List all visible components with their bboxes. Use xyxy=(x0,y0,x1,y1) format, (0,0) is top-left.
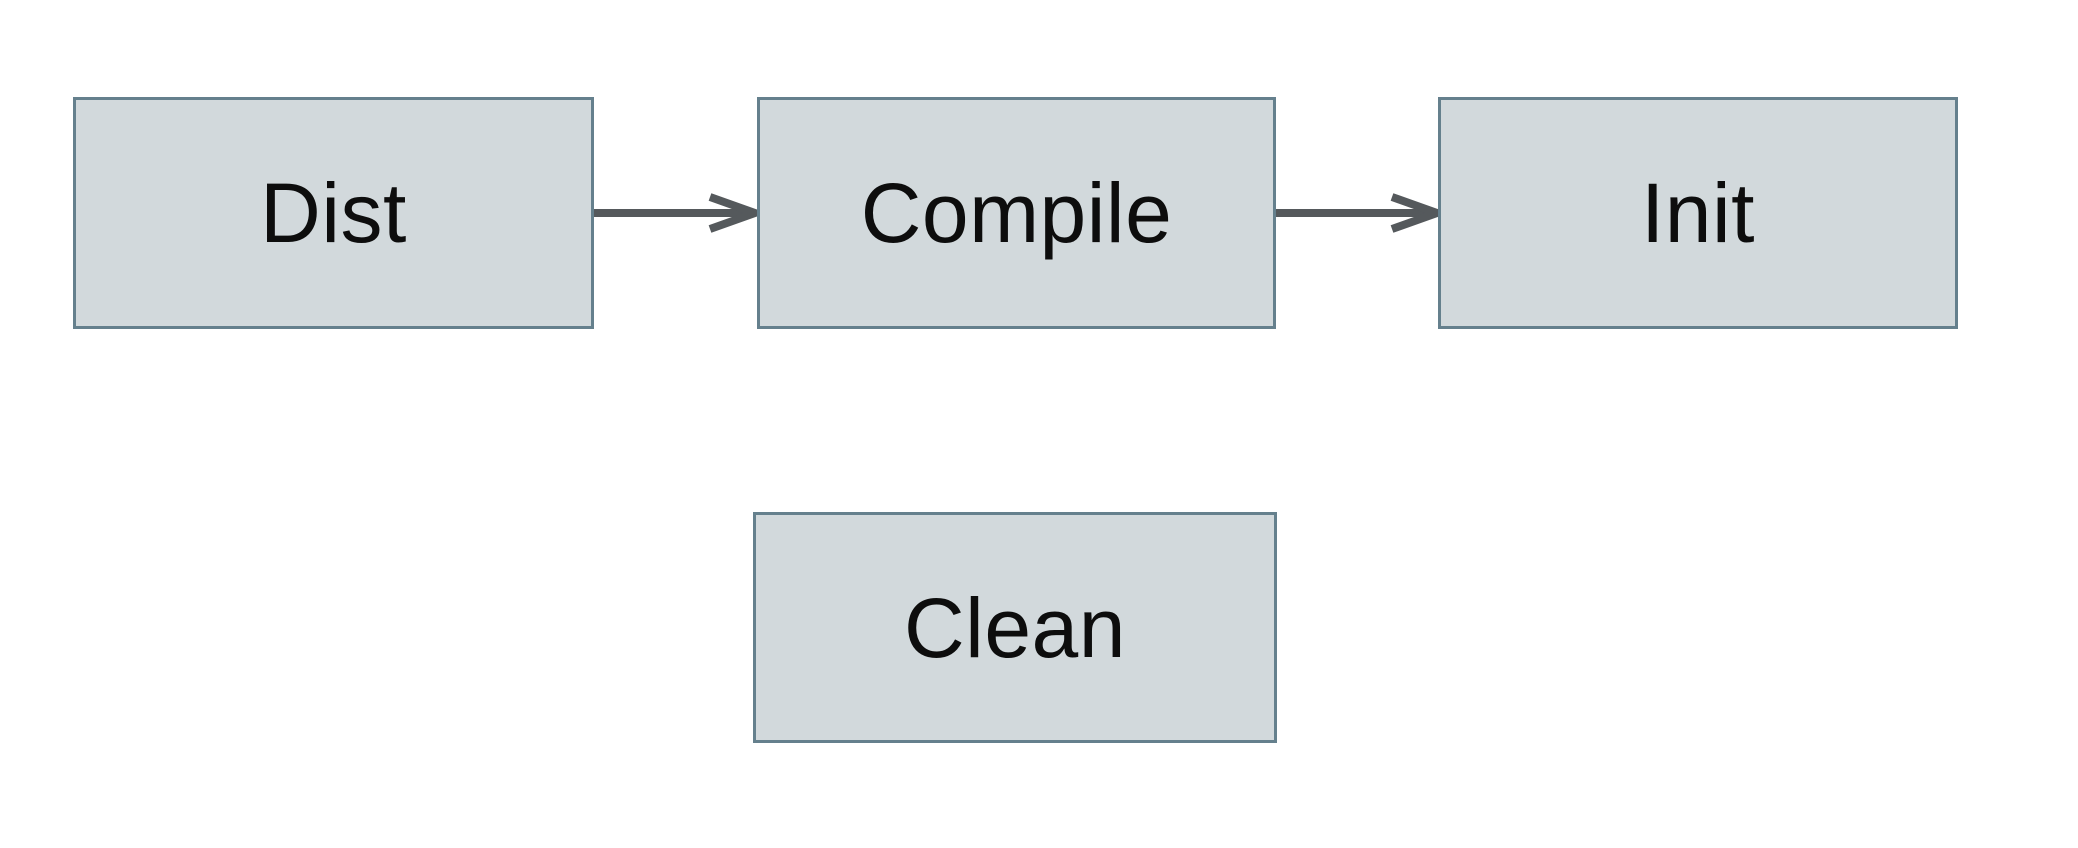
node-dist: Dist xyxy=(73,97,594,329)
arrow-compile-to-init xyxy=(1276,193,1449,233)
node-init-label: Init xyxy=(1640,166,1756,260)
node-dist-label: Dist xyxy=(260,166,407,260)
node-init: Init xyxy=(1438,97,1958,329)
arrow-dist-to-compile xyxy=(594,193,767,233)
node-compile-label: Compile xyxy=(860,166,1173,260)
node-clean-label: Clean xyxy=(904,580,1126,675)
node-compile: Compile xyxy=(757,97,1276,329)
node-clean: Clean xyxy=(753,512,1277,743)
